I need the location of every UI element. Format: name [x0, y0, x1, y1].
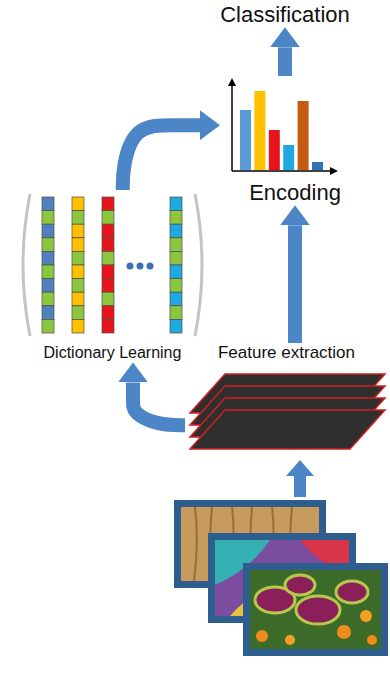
histogram-bar — [254, 91, 265, 170]
block-arrow — [286, 460, 314, 497]
flower — [285, 635, 295, 645]
node-label: Encoding — [220, 180, 370, 205]
ellipsis-dot — [147, 263, 154, 270]
feature-map — [190, 410, 385, 449]
histogram-bar — [298, 101, 309, 170]
dictionary-atom — [42, 197, 54, 211]
histogram-node: Encoding — [220, 76, 370, 205]
dictionary-atom — [102, 197, 114, 211]
dictionary-atom — [170, 251, 182, 265]
dictionary-atom — [42, 211, 54, 225]
dictionary-atom — [170, 279, 182, 293]
block-arrow — [123, 125, 200, 190]
histogram-bar — [269, 130, 280, 170]
dictionary-atom — [102, 319, 114, 333]
dictionary-atom — [102, 279, 114, 293]
dictionary-atom — [42, 319, 54, 333]
dictionary-atom — [170, 306, 182, 320]
dictionary-atom — [42, 306, 54, 320]
node-label: Dictionary Learning — [10, 344, 215, 362]
matrix-bracket — [23, 194, 30, 336]
histogram-chart — [220, 76, 370, 176]
dictionary-atom — [42, 224, 54, 238]
axis-arrow — [228, 78, 236, 86]
leaf — [296, 596, 340, 624]
dictionary-atom — [170, 197, 182, 211]
flower-photo — [250, 570, 381, 649]
dictionary-atom — [170, 211, 182, 225]
histogram-bar — [240, 110, 251, 170]
histogram-bar — [283, 145, 294, 170]
block-arrow — [133, 382, 185, 425]
dictionary-atom — [42, 292, 54, 306]
dictionary-atom — [72, 306, 84, 320]
leaf — [285, 575, 315, 595]
feature-node: Feature extraction — [185, 343, 388, 453]
node-label: Classification — [200, 2, 370, 27]
dictionary-atom — [42, 238, 54, 252]
ellipsis-dot — [137, 263, 144, 270]
block-arrow — [278, 47, 292, 76]
dictionary-atom — [72, 238, 84, 252]
axis-arrow — [330, 167, 338, 175]
dictionary-atom — [102, 306, 114, 320]
dictionary-atom — [170, 319, 182, 333]
dictionary-atom — [72, 279, 84, 293]
leaf — [336, 581, 368, 603]
dictionary-atom — [102, 265, 114, 279]
flower — [360, 610, 372, 622]
dictionary-atom — [72, 319, 84, 333]
dictionary-atom — [170, 224, 182, 238]
label-node: Classification — [200, 2, 370, 27]
ellipsis-dot — [127, 263, 134, 270]
dictionary-atom — [102, 211, 114, 225]
dictionary-atom — [72, 224, 84, 238]
dictionary-atom — [102, 251, 114, 265]
axis-line — [232, 170, 332, 172]
matrix-bracket — [195, 194, 202, 336]
photo-frame — [243, 563, 388, 656]
dictionary-atom — [170, 238, 182, 252]
dictionary-atom — [42, 279, 54, 293]
dictionary-atom — [72, 211, 84, 225]
dictionary-atom — [72, 197, 84, 211]
dictionary-atom — [170, 265, 182, 279]
dictionary-atom — [102, 292, 114, 306]
dictionary-atom — [102, 238, 114, 252]
dictionary-atom — [42, 251, 54, 265]
histogram-bar — [312, 162, 323, 170]
block-arrow — [288, 225, 302, 343]
dictionary-node: Dictionary Learning — [10, 190, 215, 362]
dictionary-matrix — [10, 190, 215, 340]
flower — [256, 630, 268, 642]
dictionary-atom — [102, 224, 114, 238]
axis-line — [231, 84, 233, 171]
dictionary-atom — [72, 251, 84, 265]
node-label: Feature extraction — [185, 343, 388, 363]
feature-stack — [185, 373, 388, 453]
dictionary-atom — [72, 292, 84, 306]
dictionary-atom — [72, 265, 84, 279]
flower — [367, 635, 377, 645]
flower — [337, 625, 351, 639]
dictionary-atom — [42, 265, 54, 279]
dictionary-atom — [170, 292, 182, 306]
